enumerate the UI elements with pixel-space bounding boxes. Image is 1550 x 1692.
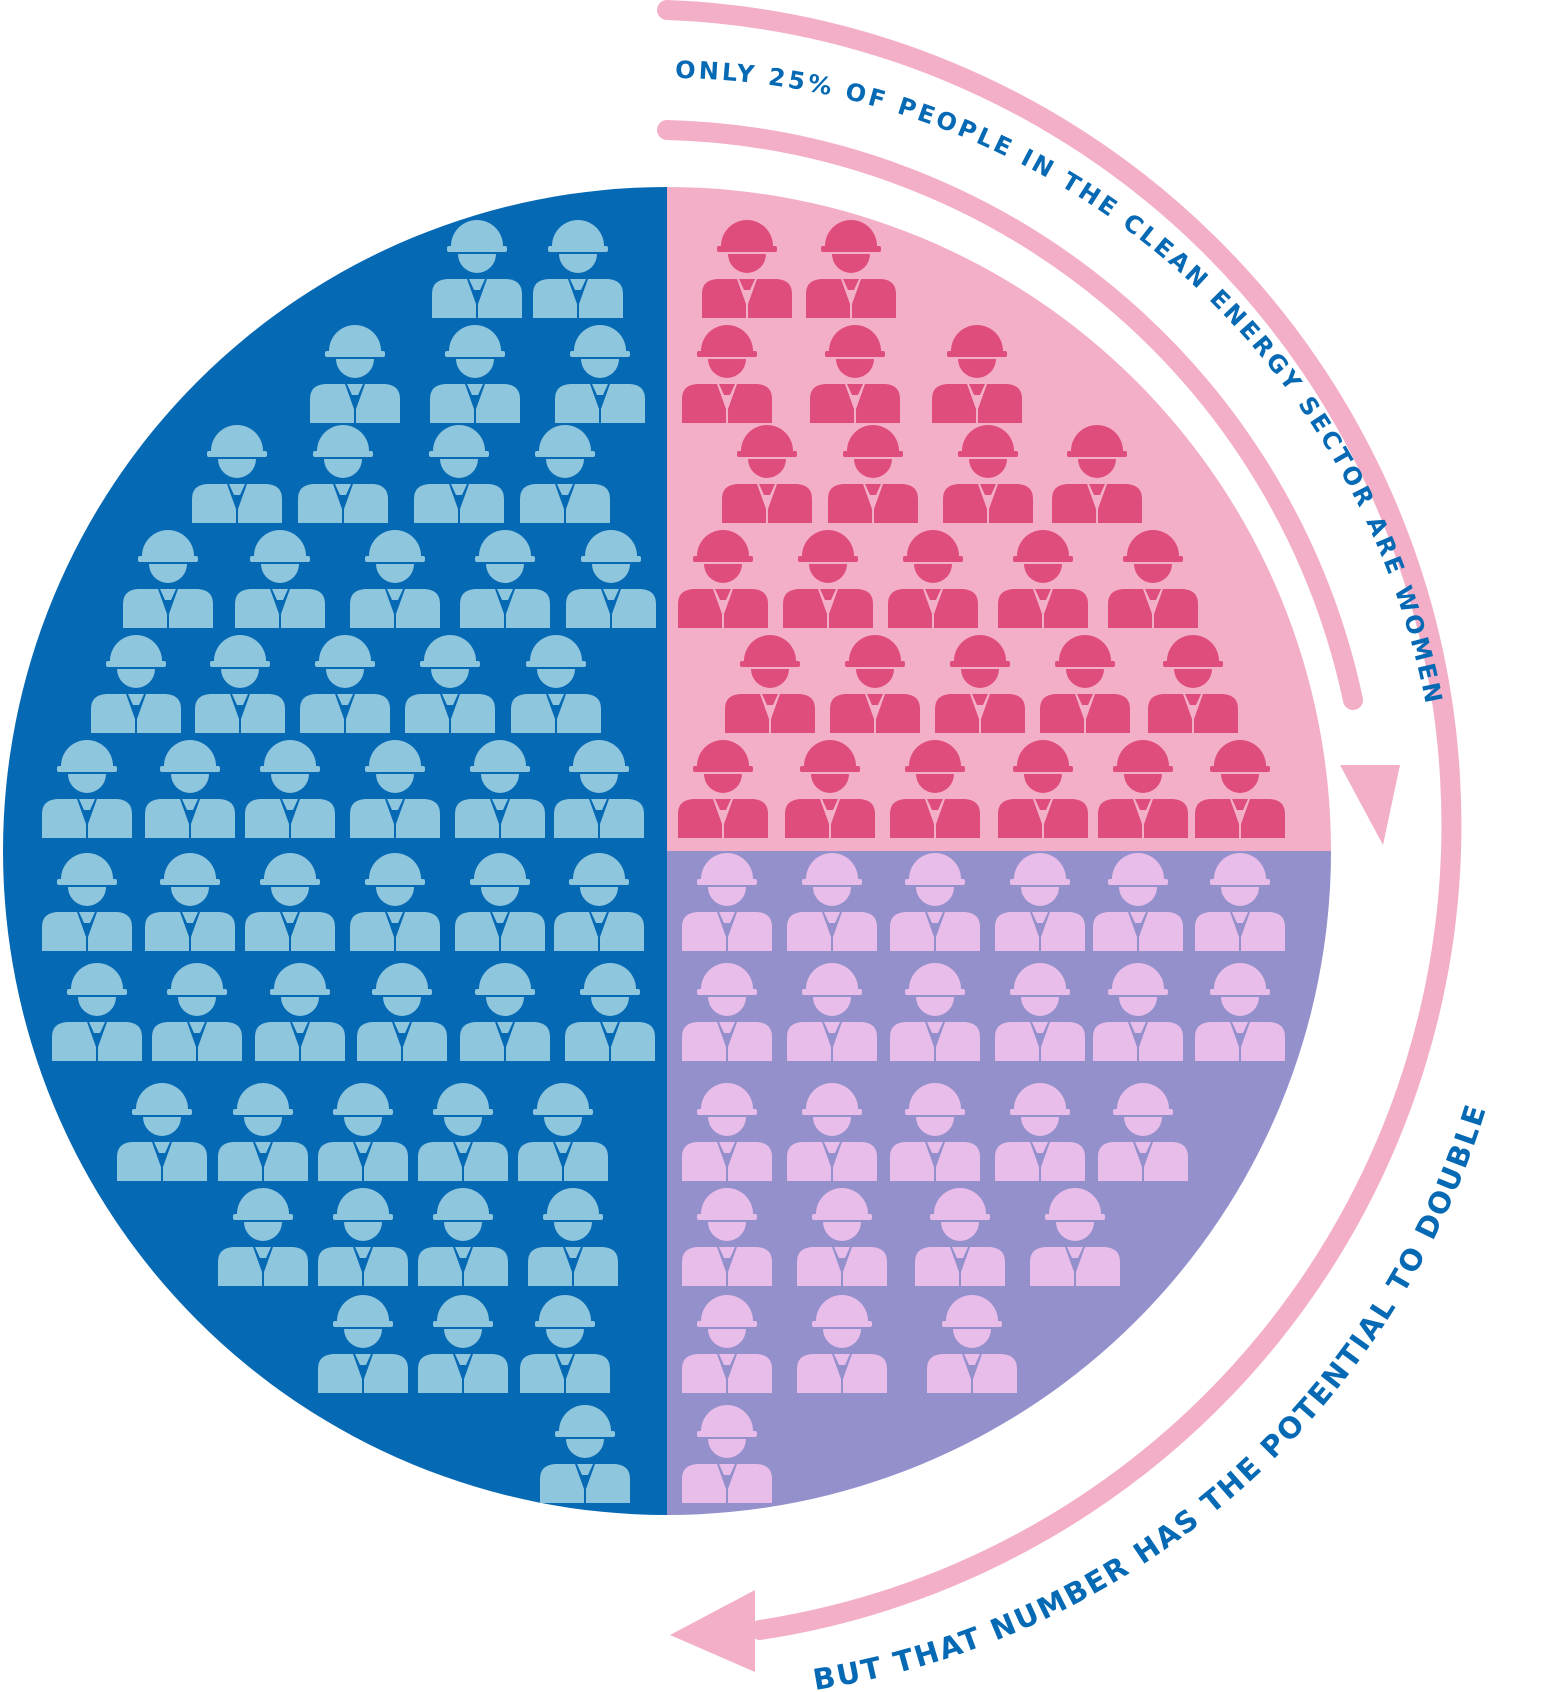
pie-slice-potential [667, 851, 1331, 1515]
arrow-women-shaft [657, 120, 1363, 710]
arrow-potential-head [670, 1590, 755, 1672]
arrow-women [657, 120, 1400, 845]
arrow-women-head [1340, 765, 1400, 845]
arrow-potential-shaft [657, 0, 1462, 1640]
arrow-potential [657, 0, 1462, 1672]
pie-slices [3, 187, 1331, 1515]
